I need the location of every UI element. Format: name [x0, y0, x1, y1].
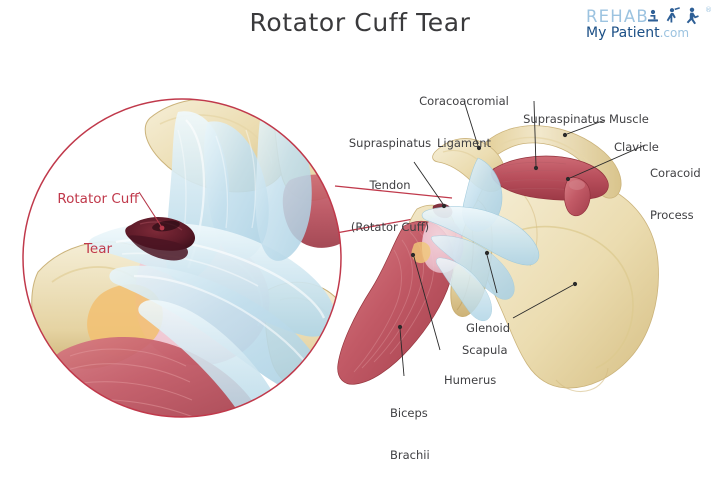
label-glenoid-line1: Glenoid: [466, 321, 511, 335]
label-humerus: Humerus: [444, 345, 510, 415]
bursa-accent: [411, 241, 431, 264]
label-coracoacromial-ligament-line1: Coracoacromial: [419, 94, 509, 108]
rehab-my-patient-logo[interactable]: REHAB ® My Patient.com: [586, 6, 714, 45]
label-rotator-cuff-tear: Rotator Cuff Tear: [38, 158, 158, 290]
shoulder-anatomy-illustration: [22, 98, 659, 418]
label-rotator-cuff-tear-line1: Rotator Cuff: [57, 191, 139, 207]
illustration-canvas: Rotator Cuff Tear REHAB ® M: [22, 6, 718, 462]
label-scapula-line1: Scapula: [462, 343, 508, 357]
label-supraspinatus-tendon: Supraspinatus Tendon (Rotator Cuff): [334, 108, 446, 262]
clavicle-bone: [485, 125, 622, 199]
logo-my-text: My: [586, 25, 607, 41]
label-rotator-cuff-tear-line2: Tear: [83, 240, 113, 257]
label-clavicle-line1: Clavicle: [614, 140, 659, 154]
shoulder-diagram-main: [337, 125, 659, 393]
label-clavicle: Clavicle: [614, 112, 684, 182]
inset-tendon-highlights: [177, 129, 257, 233]
label-biceps-brachii: Biceps Brachii: [390, 378, 456, 490]
magnifier-ring: [22, 98, 342, 418]
label-scapula: Scapula: [462, 315, 522, 385]
person-walker-icon: [648, 9, 658, 22]
label-glenoid: Glenoid: [466, 293, 526, 363]
leader-lines: [138, 100, 646, 377]
inset-tendon-band-5: [138, 300, 286, 417]
page-title: Rotator Cuff Tear: [249, 8, 471, 37]
supraspinatus-tendon: [421, 206, 540, 266]
label-supraspinatus-tendon-line1: Supraspinatus: [348, 136, 432, 150]
label-coracoacromial-ligament: Coracoacromial Ligament: [406, 66, 522, 178]
logo-tagline: My Patient.com: [586, 25, 689, 41]
label-supraspinatus-tendon-line2: Tendon: [369, 178, 411, 192]
inset-tendon-band-2: [204, 121, 269, 260]
label-supraspinatus-muscle: Supraspinatus Muscle: [516, 84, 656, 154]
label-supraspinatus-muscle-line1: Supraspinatus Muscle: [523, 112, 649, 126]
person-stretch-icon: [666, 7, 680, 23]
label-supraspinatus-tendon-line3: (Rotator Cuff): [350, 220, 430, 234]
label-coracoid-process-line2: Process: [650, 208, 694, 222]
label-biceps-brachii-line2: Brachii: [390, 448, 430, 462]
glenohumeral-ligament: [430, 235, 515, 300]
logo-com-text: .com: [659, 26, 690, 40]
logo-rehab-text: REHAB: [586, 7, 649, 26]
logo-registered-mark: ®: [705, 6, 712, 14]
label-coracoid-process-line1: Coracoid: [650, 166, 701, 180]
person-running-icon: [686, 7, 699, 25]
logo-figure-icons: [648, 7, 699, 25]
joint-capsule-band: [435, 257, 492, 321]
label-coracoid-process: Coracoid Process: [650, 138, 718, 250]
label-biceps-brachii-line1: Biceps: [390, 406, 428, 420]
tear-edge-shadow: [128, 235, 188, 261]
label-humerus-line1: Humerus: [444, 373, 497, 387]
logo-patient-text: Patient: [606, 25, 660, 41]
label-coracoacromial-ligament-line2: Ligament: [436, 136, 492, 150]
